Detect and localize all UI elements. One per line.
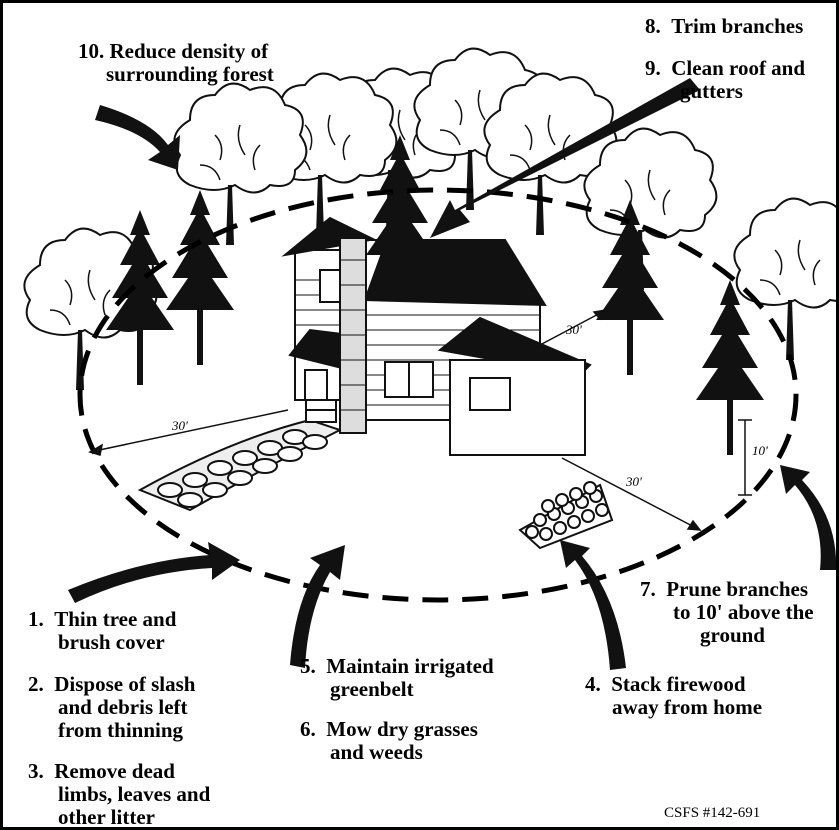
dimension-left: 30': [171, 418, 188, 433]
woodpile: [518, 481, 614, 550]
item-2-line-3: from thinning: [58, 718, 184, 742]
item-3-line-2: limbs, leaves and: [58, 782, 211, 806]
dimension-lines: [88, 308, 752, 531]
item-10-number: 10.: [78, 39, 105, 63]
item-7-line-1: Prune branches: [666, 577, 808, 601]
item-5-line-1: Maintain irrigated: [326, 654, 494, 678]
dimension-front: 30': [625, 474, 642, 489]
item-3-line-3: other litter: [58, 805, 155, 829]
item-7-number: 7.: [640, 577, 656, 601]
dimension-right: 30': [565, 322, 582, 337]
item-8-number: 8.: [645, 14, 661, 38]
item-2-line-1: Dispose of slash: [54, 672, 196, 696]
label-item-8: 8. Trim branches: [645, 15, 803, 38]
label-item-10: 10. Reduce density of surrounding forest: [78, 40, 274, 86]
label-item-1: 1. Thin tree and brush cover: [28, 608, 176, 654]
item-6-number: 6.: [300, 717, 316, 741]
label-item-5: 5. Maintain irrigated greenbelt: [300, 655, 494, 701]
publication-credit: CSFS #142-691: [664, 805, 761, 821]
item-2-number: 2.: [28, 672, 44, 696]
item-1-number: 1.: [28, 607, 44, 631]
item-1-line-1: Thin tree and: [54, 607, 177, 631]
item-2-line-2: and debris left: [58, 695, 188, 719]
item-6-line-2: and weeds: [330, 740, 423, 764]
label-item-7: 7. Prune branches to 10' above the groun…: [640, 578, 814, 647]
item-4-number: 4.: [585, 672, 601, 696]
item-9-number: 9.: [645, 56, 661, 80]
item-3-number: 3.: [28, 759, 44, 783]
defensible-space-ring: [77, 187, 799, 603]
item-6-line-1: Mow dry grasses: [326, 717, 478, 741]
item-4-line-1: Stack firewood: [611, 672, 746, 696]
item-8-line-1: Trim branches: [671, 14, 804, 38]
label-item-2: 2. Dispose of slash and debris left from…: [28, 673, 195, 742]
label-item-3: 3. Remove dead limbs, leaves and other l…: [28, 760, 210, 829]
label-item-9: 9. Clean roof and gutters: [645, 57, 805, 103]
item-3-line-1: Remove dead: [54, 759, 175, 783]
item-9-line-1: Clean roof and: [671, 56, 806, 80]
item-1-line-2: brush cover: [58, 630, 165, 654]
item-5-line-2: greenbelt: [330, 677, 414, 701]
item-9-line-2: gutters: [680, 79, 743, 103]
stone-path: [137, 418, 343, 512]
item-10-line-1: Reduce density of: [109, 39, 269, 63]
item-7-line-2: to 10' above the: [673, 600, 814, 624]
label-item-4: 4. Stack firewood away from home: [585, 673, 762, 719]
item-4-line-2: away from home: [612, 695, 763, 719]
item-5-number: 5.: [300, 654, 316, 678]
dimension-prune-height: 10': [752, 443, 768, 458]
item-7-line-3: ground: [700, 623, 765, 647]
house: [281, 216, 592, 456]
callout-arrows: [68, 78, 837, 670]
label-item-6: 6. Mow dry grasses and weeds: [300, 718, 478, 764]
item-10-line-2: surrounding forest: [106, 62, 274, 86]
